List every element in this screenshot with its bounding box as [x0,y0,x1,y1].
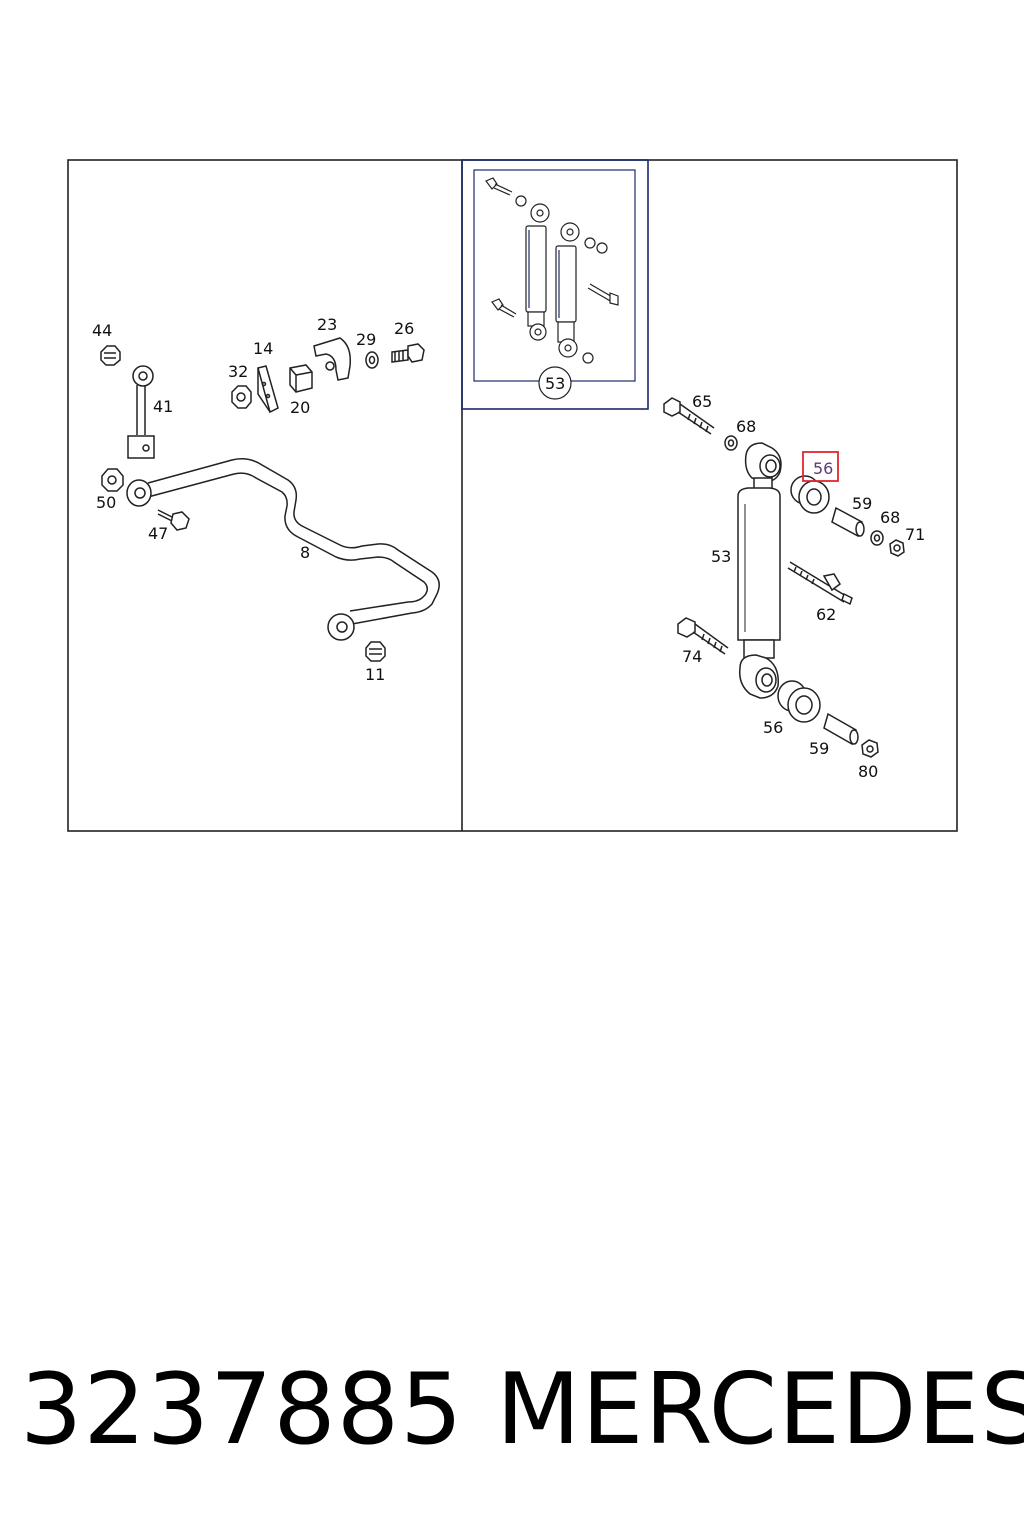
label-68a: 68 [736,417,756,436]
nut-50-icon [101,468,124,492]
label-11: 11 [365,665,385,684]
label-59b: 59 [809,739,829,758]
label-8: 8 [300,543,310,562]
sleeve-59a-icon [831,506,865,538]
clamp-23-icon [313,337,352,381]
bushing-20-icon [289,364,313,393]
label-56b: 56 [763,718,783,737]
label-56a-highlighted: 56 [813,459,833,478]
washer-29-icon [365,351,379,369]
bolt-65-icon [663,397,715,435]
nut-11-icon [365,641,386,662]
nut-71-icon [889,539,905,557]
label-41: 41 [153,397,173,416]
bushing-56a-icon [790,475,830,514]
parts-diagram: 44 41 50 47 8 11 14 32 20 23 29 26 53 65… [67,159,958,832]
shock-absorber-53-icon [737,442,782,699]
callout-labels: 44 41 50 47 8 11 14 32 20 23 29 26 53 65… [92,315,925,781]
footer: 3237885 MERCEDES [0,1350,1024,1480]
label-32: 32 [228,362,248,381]
washer-68b-icon [870,530,884,546]
stud-62-icon [787,561,853,606]
label-26: 26 [394,319,414,338]
label-80: 80 [858,762,878,781]
inset-bolt-bottom-icon [491,298,517,318]
nut-80-icon [861,739,879,758]
bolt-74-icon [677,617,729,655]
inset-shock-2-icon [555,222,580,358]
brand-name: MERCEDES [496,1353,1024,1467]
label-74: 74 [682,647,702,666]
washer-68a-icon [724,435,738,451]
nut-44-icon [100,345,121,366]
bracket-14-icon [257,365,279,414]
inset-bolt-right-icon [587,283,619,306]
label-68b: 68 [880,508,900,527]
label-62: 62 [816,605,836,624]
label-14: 14 [253,339,273,358]
part-number: 3237885 [20,1353,464,1467]
label-20: 20 [290,398,310,417]
link-rod-41-icon [127,365,155,459]
inset-bolt-top-icon [485,177,513,196]
bolt-26-icon [391,343,425,363]
highlight-box [802,451,839,482]
bolt-47-icon [157,509,190,531]
label-50: 50 [96,493,116,512]
inset-callout-circle [538,366,572,400]
stabilizer-bar-8-icon [126,458,440,641]
bushing-56b-icon [777,680,821,723]
inset-shock-1-icon [525,203,550,341]
sleeve-59b-icon [823,712,859,746]
label-71: 71 [905,525,925,544]
label-59a: 59 [852,494,872,513]
label-44: 44 [92,321,112,340]
nut-32-icon [231,385,252,409]
label-65: 65 [692,392,712,411]
label-53-inset: 53 [545,374,565,393]
inset-shock-absorbers [485,177,619,400]
stabilizer-assembly [100,337,440,662]
shock-absorber-assembly [663,397,905,758]
label-29: 29 [356,330,376,349]
label-47: 47 [148,524,168,543]
label-23: 23 [317,315,337,334]
label-53: 53 [711,547,731,566]
